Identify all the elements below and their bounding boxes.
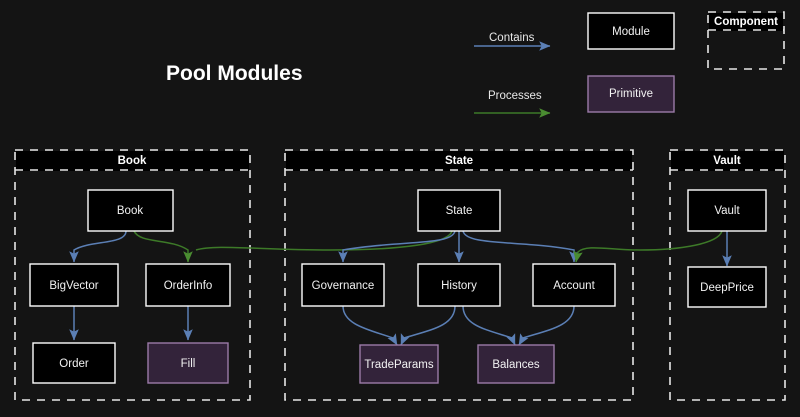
- node-state-box: [417, 189, 501, 232]
- node-account-label: Account: [553, 280, 595, 292]
- group-vault[interactable]: Vault: [669, 149, 786, 401]
- group-state-header-fill: [286, 151, 632, 171]
- legend-processes-label: Processes: [488, 90, 542, 102]
- legend-primitive-label: Primitive: [609, 88, 653, 100]
- node-deepprice-box: [687, 266, 767, 308]
- node-fill-label: Fill: [181, 358, 196, 370]
- node-tradeparams-box: [359, 344, 439, 384]
- legend-shape-component: Component: [707, 11, 785, 70]
- group-book-label: Book: [118, 155, 147, 167]
- legend-edge-contains: Contains: [474, 32, 551, 51]
- group-vault-border: [669, 149, 786, 401]
- legend-shape-module: Module: [587, 12, 675, 50]
- node-vault[interactable]: Vault: [687, 189, 767, 232]
- node-history[interactable]: History: [417, 263, 501, 307]
- node-state-label: State: [446, 205, 473, 217]
- page-title: Pool Modules: [166, 62, 303, 85]
- node-orderinfo-label: OrderInfo: [164, 280, 213, 292]
- node-bigvector-box: [29, 263, 119, 307]
- legend-module-label: Module: [612, 26, 650, 38]
- node-balances-label: Balances: [492, 359, 540, 371]
- node-order-box: [32, 342, 116, 384]
- node-account-box: [532, 263, 616, 307]
- node-bigvector-label: BigVector: [49, 280, 98, 292]
- group-state[interactable]: State: [284, 149, 634, 401]
- edge-state-to-governance: [338, 230, 456, 263]
- node-balances-box: [477, 344, 555, 384]
- group-state-label: State: [445, 155, 473, 167]
- node-history-box: [417, 263, 501, 307]
- node-fill[interactable]: Fill: [147, 342, 229, 384]
- node-book[interactable]: Book: [87, 189, 174, 232]
- edge-state-to-account: [462, 230, 579, 263]
- node-account[interactable]: Account: [532, 263, 616, 307]
- node-tradeparams[interactable]: TradeParams: [359, 344, 439, 384]
- node-order-label: Order: [59, 358, 89, 370]
- group-book[interactable]: Book: [14, 149, 251, 401]
- legend-shape-primitive: Primitive: [587, 75, 675, 113]
- node-deepprice-label: DeepPrice: [700, 282, 754, 294]
- legend-contains-label: Contains: [489, 32, 535, 44]
- group-book-header-fill: [16, 151, 249, 171]
- node-orderinfo-box: [145, 263, 231, 307]
- node-orderinfo[interactable]: OrderInfo: [145, 263, 231, 307]
- edge-governance-to-tradeparams: [342, 305, 398, 346]
- legend-edge-processes: Processes: [474, 90, 551, 118]
- legend-component-label: Component: [714, 16, 778, 28]
- legend-component-box: [707, 11, 785, 70]
- edge-history-to-tradeparams: [400, 305, 456, 346]
- group-state-border: [284, 149, 634, 401]
- group-vault-label: Vault: [713, 155, 741, 167]
- legend-component-header-fill: [709, 13, 783, 31]
- node-vault-box: [687, 189, 767, 232]
- node-book-box: [87, 189, 174, 232]
- node-history-label: History: [441, 280, 477, 292]
- node-deepprice[interactable]: DeepPrice: [687, 266, 767, 308]
- group-book-border: [14, 149, 251, 401]
- node-governance-box: [301, 263, 385, 307]
- edge-book-to-orderinfo: [133, 230, 193, 263]
- node-book-label: Book: [117, 205, 143, 217]
- edge-book-to-bigvector: [69, 230, 127, 263]
- edge-vault-to-account: [573, 230, 723, 263]
- edge-account-to-balances: [518, 305, 575, 346]
- node-fill-box: [147, 342, 229, 384]
- node-order[interactable]: Order: [32, 342, 116, 384]
- node-tradeparams-label: TradeParams: [364, 359, 433, 371]
- node-governance[interactable]: Governance: [301, 263, 385, 307]
- node-state[interactable]: State: [417, 189, 501, 232]
- legend-primitive-box: [587, 75, 675, 113]
- legend-module-box: [587, 12, 675, 50]
- node-bigvector[interactable]: BigVector: [29, 263, 119, 307]
- group-vault-header-fill: [671, 151, 784, 171]
- node-balances[interactable]: Balances: [477, 344, 555, 384]
- edge-history-to-balances: [462, 305, 516, 346]
- node-vault-label: Vault: [714, 205, 740, 217]
- node-governance-label: Governance: [312, 280, 375, 292]
